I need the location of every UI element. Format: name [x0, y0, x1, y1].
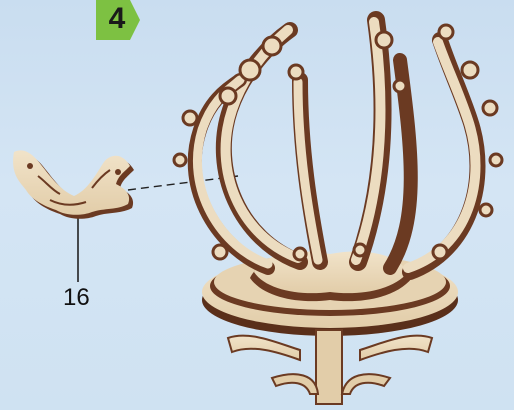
part-16-piece: [13, 150, 134, 218]
step-number: 4: [96, 2, 138, 36]
part-number-label: 16: [63, 284, 90, 312]
assembly-arms: [195, 20, 478, 272]
step-badge: 4: [96, 0, 142, 40]
